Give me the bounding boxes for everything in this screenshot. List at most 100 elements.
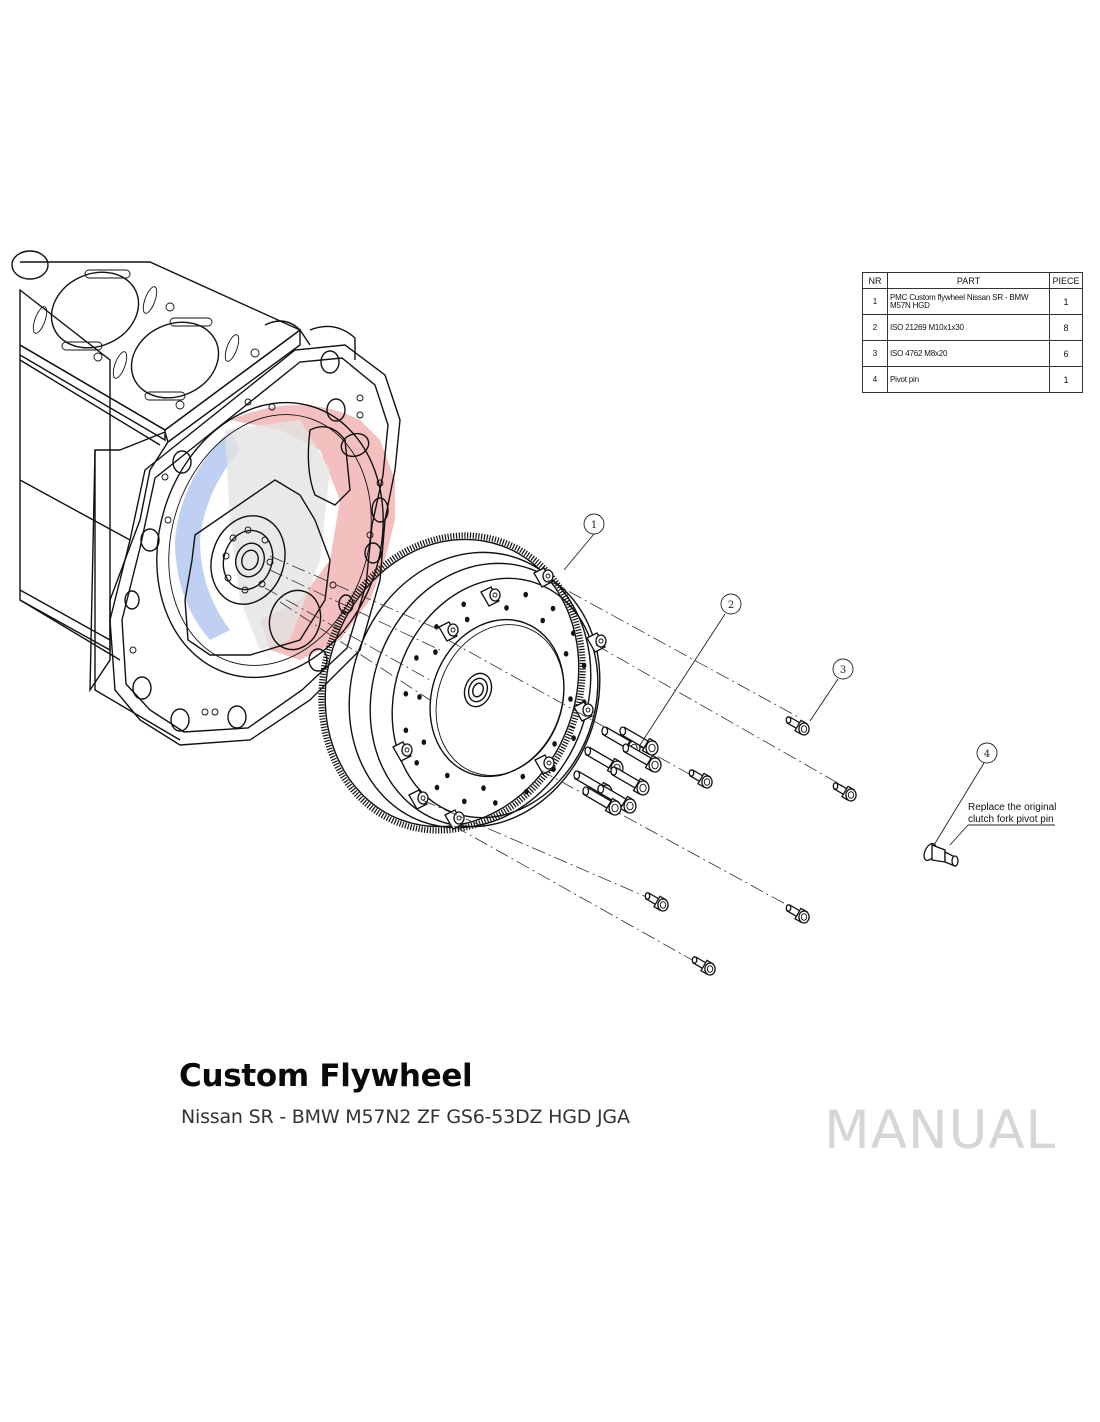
flywheel-spacer-face	[543, 756, 555, 770]
flywheel-hole	[493, 800, 498, 806]
screw-m8	[644, 892, 669, 912]
pivot-pin-note-line-1: Replace the original	[968, 802, 1056, 813]
row-nr: 4	[862, 366, 888, 393]
flywheel-bolt-m10	[597, 784, 637, 814]
center-line	[447, 639, 701, 781]
manual-label: MANUAL	[824, 1100, 1057, 1161]
center-line	[453, 825, 711, 971]
flywheel-hole	[462, 798, 467, 805]
center-line	[539, 769, 801, 913]
flywheel-spacer-face	[453, 811, 465, 825]
center-line	[269, 555, 441, 631]
center-line	[264, 587, 431, 681]
flywheel-hole	[403, 727, 409, 734]
table-row: 2 ISO 21269 M10x1x30 8	[862, 314, 1083, 341]
row-piece: 1	[1049, 288, 1083, 315]
row-part: Pivot pin	[887, 366, 1050, 393]
flywheel-hole	[540, 617, 545, 624]
center-line	[547, 579, 801, 719]
flywheel-bolt-m10	[619, 726, 659, 756]
screw-m8	[832, 782, 857, 802]
flywheel-hole	[421, 739, 427, 745]
flywheel-spacer-bore	[492, 592, 498, 598]
center-line	[595, 644, 851, 791]
parts-list-table: NR PART PIECE 1 PMC Custom flywheel Niss…	[862, 272, 1083, 393]
table-row: 1 PMC Custom flywheel Nissan SR - BMW M5…	[862, 288, 1083, 315]
row-piece: 8	[1049, 314, 1083, 341]
flywheel-hole	[581, 662, 587, 669]
row-nr: 2	[862, 314, 888, 341]
center-line	[279, 601, 431, 701]
flywheel-spacer-face	[582, 703, 594, 717]
flywheel-spacer-bore	[404, 747, 410, 753]
flywheel-bolt-m10	[622, 743, 662, 773]
flywheel-hole	[552, 741, 557, 747]
row-nr: 1	[862, 288, 888, 315]
flywheel-hole	[481, 785, 486, 791]
callout-4: 4 Replace the original clutch fork pivot…	[933, 742, 1056, 846]
flywheel-spacer-bore	[450, 627, 456, 633]
flywheel-spacer-bore	[585, 707, 591, 713]
flywheel-holes	[403, 590, 587, 806]
flywheel-spacer-face	[489, 588, 501, 602]
adapter-plate	[109, 320, 401, 746]
callout-2-label: 2	[728, 600, 734, 611]
flywheel-spacer-bore	[546, 760, 552, 766]
pivot-pin-note-line-2: clutch fork pivot pin	[968, 814, 1054, 825]
document-title: Custom Flywheel	[179, 1058, 473, 1094]
ring-gear	[318, 532, 586, 834]
flywheel-spacer-bore	[598, 638, 604, 644]
row-piece: 6	[1049, 340, 1083, 367]
center-line	[421, 799, 666, 906]
header-piece: PIECE	[1049, 272, 1083, 289]
table-row: 4 Pivot pin 1	[862, 366, 1083, 393]
row-nr: 3	[862, 340, 888, 367]
flywheel-hole	[414, 655, 419, 661]
pivot-pin	[923, 842, 959, 867]
flywheel-hole	[524, 788, 529, 795]
flywheel-hole	[434, 784, 440, 791]
flywheel-hole	[568, 696, 573, 702]
screw-m8	[785, 904, 810, 924]
header-nr: NR	[862, 272, 888, 289]
assembly-center-lines	[264, 555, 851, 971]
flywheel-hole	[433, 649, 438, 655]
document-subtitle: Nissan SR - BMW M57N2 ZF GS6-53DZ HGD JG…	[181, 1106, 630, 1128]
flywheel-hole	[563, 651, 569, 657]
flywheel-spacer-face	[595, 634, 607, 648]
watermark-gray-center	[225, 420, 330, 650]
flywheel-hole	[550, 605, 556, 612]
flywheel-bolt-m10	[582, 786, 622, 816]
flywheel-hole	[414, 760, 420, 766]
table-row: 3 ISO 4762 M8x20 6	[862, 340, 1083, 367]
flywheel	[318, 532, 607, 834]
center-line	[269, 569, 441, 651]
callout-3: 3	[809, 658, 854, 722]
flywheel-hole	[523, 591, 528, 598]
flywheel-hole	[445, 772, 450, 779]
flywheel-spacer-bore	[545, 573, 551, 579]
row-part: PMC Custom flywheel Nissan SR - BMW M57N…	[887, 288, 1050, 315]
flywheel-dowels	[392, 567, 607, 830]
watermark-logo	[175, 405, 395, 660]
parts-table-header-row: NR PART PIECE	[862, 272, 1083, 289]
flywheel-hole	[520, 773, 526, 780]
flywheel-hole	[464, 616, 470, 623]
flywheel-spacer-face	[401, 743, 413, 757]
flywheel-spacer-bore	[456, 815, 462, 821]
callout-1: 1	[563, 513, 605, 571]
callout-1-label: 1	[591, 520, 597, 531]
row-part: ISO 4762 M8x20	[887, 340, 1050, 367]
flywheel-spacer-face	[417, 791, 429, 805]
flywheel-bolt-m10	[610, 766, 650, 796]
callout-3-label: 3	[840, 665, 846, 676]
row-piece: 1	[1049, 366, 1083, 393]
flywheel-hole	[504, 605, 509, 611]
screw-m8	[688, 769, 713, 789]
flywheel-hole	[461, 601, 467, 608]
flywheel-hole	[403, 691, 409, 697]
flywheel-hole	[571, 735, 576, 741]
watermark-blue-arc	[175, 430, 240, 640]
flywheel-spacer-face	[542, 569, 554, 583]
